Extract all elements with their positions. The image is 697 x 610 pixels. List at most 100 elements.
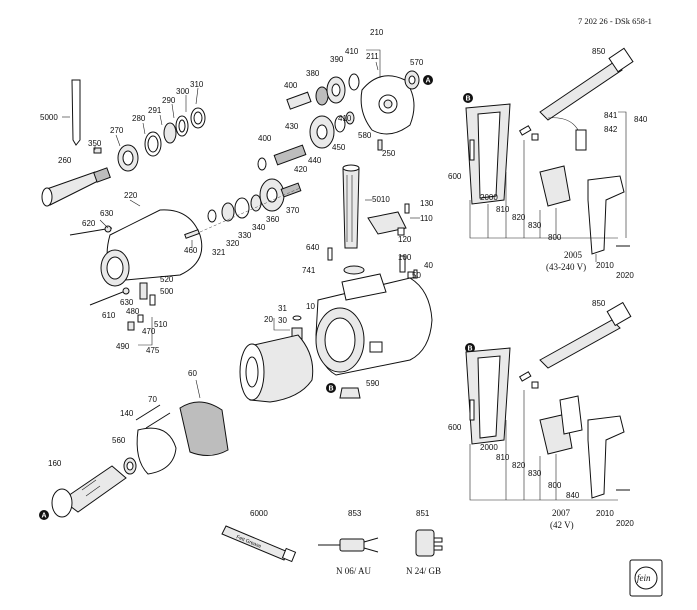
capacitor-841 — [575, 129, 587, 151]
fan-guide-140 — [136, 427, 177, 475]
label-560: 560 — [112, 436, 126, 445]
label-851: 851 — [416, 509, 430, 518]
label-830b: 830 — [528, 469, 542, 478]
label-60: 60 — [188, 369, 197, 378]
side-handle-part — [342, 167, 360, 249]
screw-600b — [469, 399, 475, 421]
label-5000: 5000 — [40, 113, 58, 122]
wedge-tool-part — [71, 79, 81, 146]
label-430: 430 — [285, 122, 299, 131]
handle-cover-2010a — [587, 175, 625, 255]
label-330: 330 — [238, 231, 252, 240]
pin-250 — [377, 139, 383, 151]
label-320: 320 — [226, 239, 240, 248]
label-490: 490 — [116, 342, 130, 351]
label-2007-voltage: (42 V) — [550, 520, 574, 530]
label-380: 380 — [306, 69, 320, 78]
label-220: 220 — [124, 191, 138, 200]
label-2005: 2005 — [564, 250, 583, 260]
label-6000: 6000 — [250, 509, 268, 518]
washer-410 — [348, 73, 360, 91]
knob-part — [127, 321, 135, 331]
spring-part — [149, 294, 156, 306]
shaft-400 — [286, 91, 312, 110]
label-480: 480 — [126, 307, 140, 316]
label-5010: 5010 — [372, 195, 390, 204]
label-2020b: 2020 — [616, 519, 634, 528]
label-2000a: 2000 — [480, 193, 498, 202]
marker-b-housing — [326, 383, 336, 393]
marker-a-armature — [39, 510, 49, 520]
bearing-330 — [234, 197, 250, 219]
cable-guard-850b — [539, 319, 621, 369]
label-40: 40 — [424, 261, 433, 270]
label-270: 270 — [110, 126, 124, 135]
plug-au-853 — [339, 538, 365, 552]
label-360: 360 — [266, 215, 280, 224]
label-630a: 630 — [100, 209, 114, 218]
plug-gb-851 — [415, 529, 435, 557]
label-2010a: 2010 — [596, 261, 614, 270]
cover-plate-part — [367, 211, 407, 235]
label-390: 390 — [330, 55, 344, 64]
svg-text:B: B — [466, 96, 471, 103]
base-741 — [343, 265, 365, 275]
screw-820b — [531, 381, 539, 389]
screw-600a — [469, 139, 475, 161]
label-580: 580 — [358, 131, 372, 140]
label-475: 475 — [146, 346, 160, 355]
label-70: 70 — [148, 395, 157, 404]
label-850a: 850 — [592, 47, 606, 56]
bearing-410b — [345, 111, 355, 125]
plug-gb-caption: N 24/ GB — [406, 566, 441, 576]
lever-part — [139, 282, 148, 300]
label-31: 31 — [278, 304, 287, 313]
marker-b-upper — [463, 93, 473, 103]
label-50: 50 — [412, 271, 421, 280]
svg-text:B: B — [329, 386, 334, 393]
label-420: 420 — [294, 165, 308, 174]
label-250: 250 — [382, 149, 396, 158]
label-2010b: 2010 — [596, 509, 614, 518]
label-590: 590 — [366, 379, 380, 388]
plug-au-caption: N 06/ AU — [336, 566, 372, 576]
screw-610 — [89, 289, 129, 306]
label-2020a: 2020 — [616, 271, 634, 280]
pin-40 — [413, 269, 418, 279]
label-2007: 2007 — [552, 508, 571, 518]
label-280: 280 — [132, 114, 146, 123]
label-800b: 800 — [548, 481, 562, 490]
screw-130 — [404, 203, 410, 214]
label-310: 310 — [190, 80, 204, 89]
label-600b: 600 — [448, 423, 462, 432]
label-853: 853 — [348, 509, 362, 518]
label-20: 20 — [264, 315, 273, 324]
spindle-part — [43, 171, 101, 206]
label-160: 160 — [48, 459, 62, 468]
label-140: 140 — [120, 409, 134, 418]
label-842: 842 — [604, 125, 618, 134]
label-520: 520 — [160, 275, 174, 284]
label-741: 741 — [302, 266, 316, 275]
nameplate — [369, 341, 383, 353]
screw-70 — [135, 404, 161, 421]
label-850b: 850 — [592, 299, 606, 308]
label-510: 510 — [154, 320, 168, 329]
clamp-810a — [518, 125, 532, 136]
armature-160 — [61, 465, 127, 513]
housing-top — [341, 273, 387, 301]
screw-640 — [327, 247, 333, 261]
label-290: 290 — [162, 96, 176, 105]
screw-100 — [399, 255, 406, 273]
label-410b: 410 — [338, 114, 352, 123]
label-30: 30 — [278, 316, 287, 325]
label-500: 500 — [160, 287, 174, 296]
label-840b: 840 — [566, 491, 580, 500]
pin-460 — [184, 229, 200, 239]
label-400a: 400 — [284, 81, 298, 90]
label-830a: 830 — [528, 221, 542, 230]
washer-450 — [334, 115, 346, 133]
label-620: 620 — [82, 219, 96, 228]
label-820b: 820 — [512, 461, 526, 470]
